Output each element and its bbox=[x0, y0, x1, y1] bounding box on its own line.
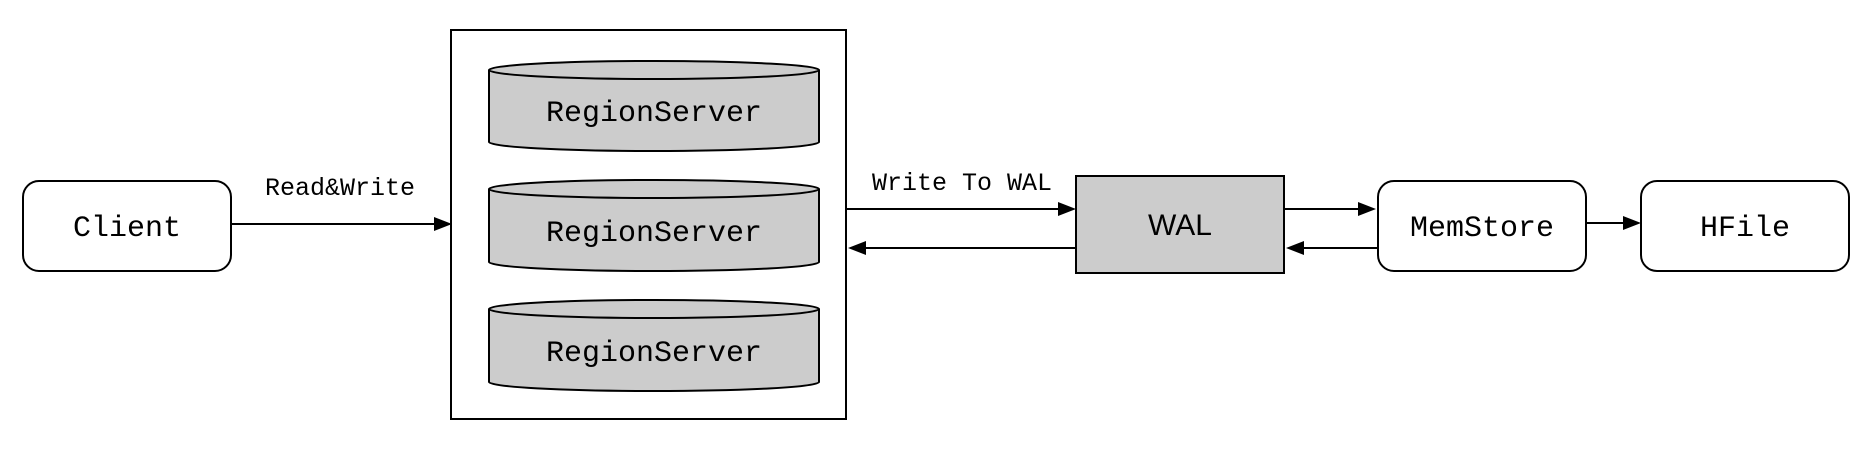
region-server-3: RegionServer bbox=[488, 299, 820, 392]
region-server-cluster: RegionServer RegionServer RegionServer bbox=[450, 29, 847, 420]
client-label: Client bbox=[73, 212, 181, 246]
edge-memstore-to-wal bbox=[1286, 241, 1378, 255]
edge-write-to-wal: Write To WAL bbox=[846, 169, 1076, 216]
edge-wal-to-memstore bbox=[1284, 202, 1376, 216]
region-server-3-label: RegionServer bbox=[546, 337, 762, 371]
hfile-label: HFile bbox=[1700, 212, 1790, 246]
edge-wal-return bbox=[848, 241, 1076, 255]
region-server-2: RegionServer bbox=[488, 179, 820, 272]
memstore-node: MemStore bbox=[1377, 180, 1587, 272]
region-server-1-label: RegionServer bbox=[546, 97, 762, 131]
hfile-node: HFile bbox=[1640, 180, 1850, 272]
edge-memstore-to-hfile bbox=[1586, 216, 1641, 230]
edge-read-write-label: Read&Write bbox=[265, 174, 415, 203]
wal-label: WAL bbox=[1148, 209, 1212, 242]
region-server-1: RegionServer bbox=[488, 60, 820, 152]
edge-write-to-wal-label: Write To WAL bbox=[872, 169, 1052, 198]
edge-read-write: Read&Write bbox=[231, 174, 452, 231]
client-node: Client bbox=[22, 180, 232, 272]
region-server-2-label: RegionServer bbox=[546, 217, 762, 251]
wal-node: WAL bbox=[1075, 175, 1285, 274]
memstore-label: MemStore bbox=[1410, 212, 1554, 246]
